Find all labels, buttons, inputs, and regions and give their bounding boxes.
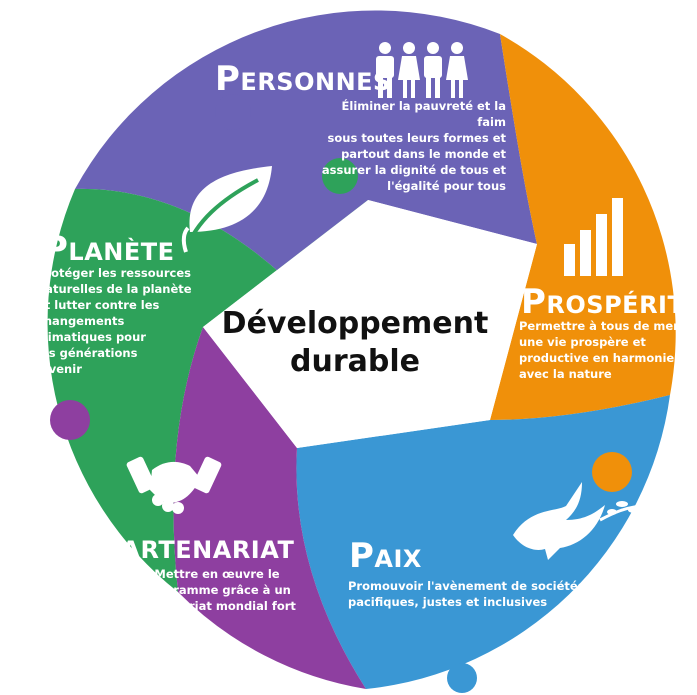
handshake-icon xyxy=(126,456,222,514)
leaf-icon xyxy=(181,166,272,253)
segment-title-personnes: PERSONNES xyxy=(215,62,391,96)
puzzle-knob-partenariat xyxy=(50,400,90,440)
title-initial: P xyxy=(521,282,547,322)
segment-paix xyxy=(296,347,670,689)
people-icon xyxy=(376,42,468,98)
title-rest: ERSONNES xyxy=(240,68,391,96)
segment-title-planete: PLANÈTE xyxy=(43,232,175,266)
segment-title-partenariat: PARTENARIAT xyxy=(96,530,294,564)
title-rest: ARTENARIAT xyxy=(121,536,295,564)
segment-text-prosperite: Permettre à tous de mener une vie prospè… xyxy=(519,319,695,381)
title-initial: P xyxy=(215,59,241,99)
center-title: Développement durable xyxy=(221,306,489,379)
dove-icon xyxy=(513,482,641,560)
title-initial: P xyxy=(43,229,69,269)
title-rest: ROSPÉRITÉ xyxy=(546,291,697,319)
segment-text-paix: Promouvoir l'avènement de sociétés pacif… xyxy=(348,579,585,609)
puzzle-knob-paix xyxy=(447,663,477,693)
segment-text-partenariat: Mettre en œuvre le programme grâce à un … xyxy=(138,567,296,613)
segment-prosperite xyxy=(345,34,676,420)
title-initial: P xyxy=(96,527,122,567)
segment-text-personnes: Éliminer la pauvreté et la faim sous tou… xyxy=(321,99,506,193)
center-pentagon xyxy=(203,200,537,448)
segment-planete xyxy=(47,188,369,592)
segment-text-planete: Protéger les ressources naturelles de la… xyxy=(37,266,192,376)
title-rest: LANÈTE xyxy=(68,238,175,266)
title-rest: AIX xyxy=(374,545,422,573)
segment-title-paix: PAIX xyxy=(349,539,422,573)
segment-partenariat xyxy=(173,327,366,689)
puzzle-knob-planete xyxy=(322,158,358,194)
segment-personnes xyxy=(75,10,537,357)
puzzle-knob-prosperite xyxy=(592,452,632,492)
puzzle-knob-personnes xyxy=(215,94,251,130)
segment-title-prosperite: PROSPÉRITÉ xyxy=(521,285,697,319)
bar-chart-icon xyxy=(564,198,623,276)
title-initial: P xyxy=(349,536,375,576)
